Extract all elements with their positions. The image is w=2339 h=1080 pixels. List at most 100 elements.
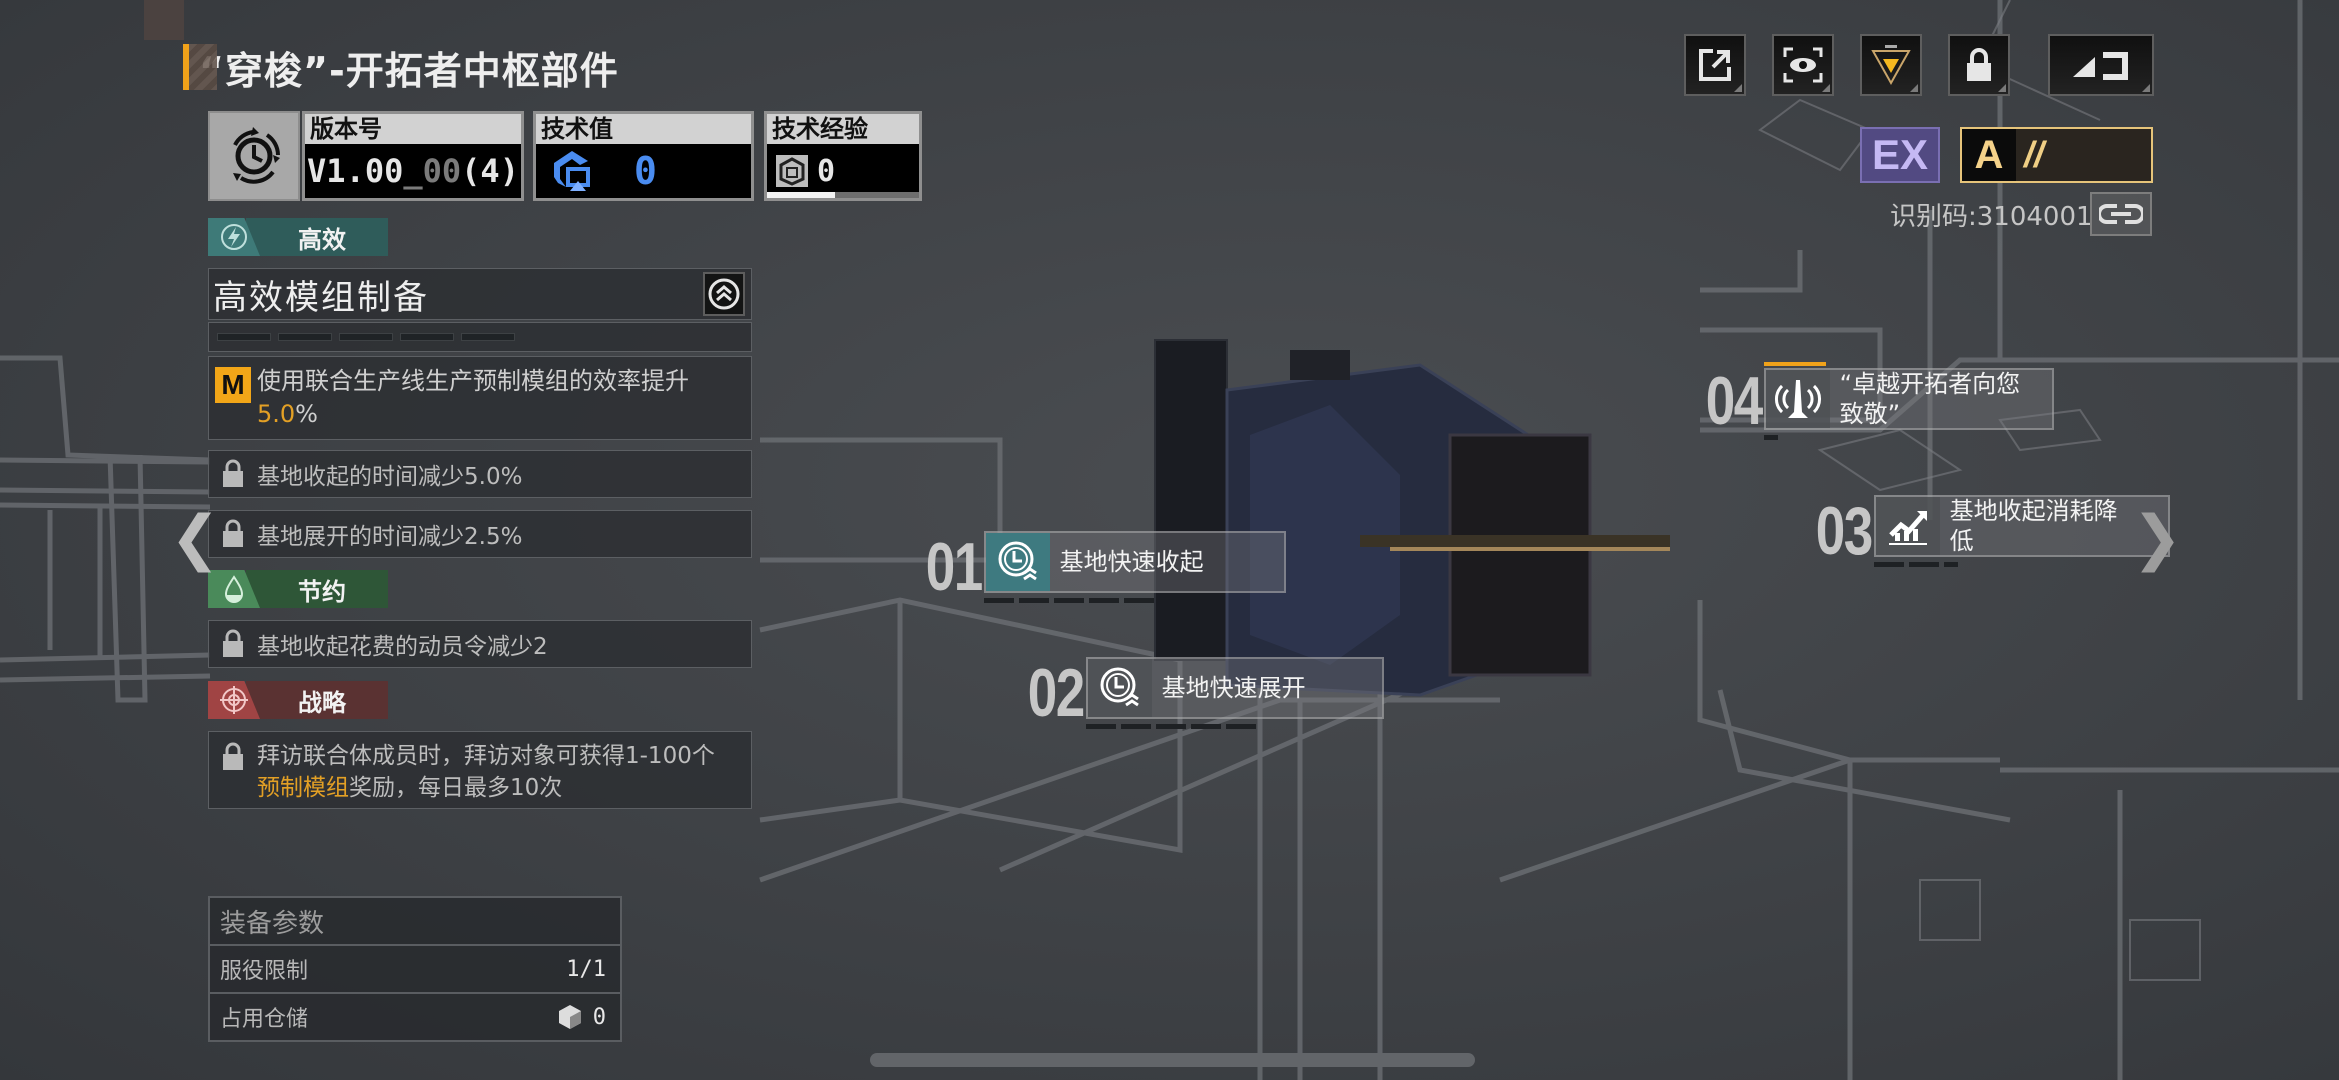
skill-node-03[interactable]: 03 基地收起消耗降低 xyxy=(1800,492,2170,570)
category-saving: 节约 xyxy=(208,570,388,608)
node-level-segments xyxy=(1873,562,2170,567)
version-cycle-icon[interactable] xyxy=(208,111,300,201)
node-card[interactable]: 基地快速展开 xyxy=(1085,657,1384,719)
version-sub: _00 xyxy=(403,152,462,190)
tech-exp-box: 技术经验 0 xyxy=(764,111,922,201)
view-button[interactable] xyxy=(1772,34,1834,96)
node-label: “卓越开拓者向您致敬” xyxy=(1830,370,2030,428)
skill-title: 高效模组制备 xyxy=(213,277,429,318)
locked-effect: 基地收起花费的动员令减少2 xyxy=(208,620,752,668)
share-button[interactable] xyxy=(1684,34,1746,96)
lock-icon xyxy=(223,629,243,657)
title-text: “穿梭”-开拓者中枢部件 xyxy=(199,48,619,93)
title-stripes xyxy=(189,44,217,90)
version-box: 版本号 V1.00_00(4) xyxy=(302,111,524,201)
highlight-text: 预制模组 xyxy=(257,775,349,801)
node-label-line: 低 xyxy=(1949,527,1974,555)
tech-value-box: 技术值 0 xyxy=(533,111,754,201)
node-card[interactable]: 基地收起消耗降低 xyxy=(1873,495,2170,557)
module-badge: M xyxy=(215,367,251,403)
share-icon xyxy=(1699,49,1731,81)
storage-number: 0 xyxy=(592,1004,606,1030)
lock-button[interactable] xyxy=(1948,34,2010,96)
tech-value: 0 xyxy=(536,144,751,198)
effect-value: 5.0 xyxy=(257,400,296,428)
lock-icon xyxy=(223,742,243,770)
node-number: 04 xyxy=(1705,363,1763,439)
broadcast-tower-icon xyxy=(1765,370,1830,428)
identification-code: 识别码:3104001 xyxy=(1890,202,2093,232)
home-indicator[interactable] xyxy=(870,1053,1475,1067)
grade-badge: A // xyxy=(1960,127,2153,183)
node-label-line: 基地收起消耗降 xyxy=(1949,497,2118,525)
effect-text-part: 拜访联合体成员时，拜访对象可获得1-100个 xyxy=(257,743,715,769)
effect-text: 基地收起花费的动员令减少2 xyxy=(257,634,548,660)
locked-effect: 基地展开的时间减少2.5% xyxy=(208,510,752,558)
exp-number: 0 xyxy=(817,153,836,189)
effect-text: 拜访联合体成员时，拜访对象可获得1-100个 预制模组奖励，每日最多10次 xyxy=(257,740,715,804)
node-active-marker xyxy=(1763,362,1826,366)
node-level-segments xyxy=(983,598,1286,603)
node-label: 基地快速收起 xyxy=(1059,548,1204,576)
node-level-segments xyxy=(1085,724,1384,729)
active-effect: M 使用联合生产线生产预制模组的效率提升 5.0% xyxy=(208,356,752,440)
effect-text-part: 奖励，每日最多10次 xyxy=(349,775,563,801)
effect-text: 使用联合生产线生产预制模组的效率提升 xyxy=(257,367,689,395)
category-label: 节约 xyxy=(246,570,388,608)
upgrade-button[interactable] xyxy=(703,272,745,316)
params-title-text: 装备参数 xyxy=(220,908,325,939)
module-3d-model[interactable] xyxy=(1150,335,1690,735)
back-icon xyxy=(2073,52,2128,80)
level-segment xyxy=(400,333,454,341)
page-title: “穿梭”-开拓者中枢部件 xyxy=(183,44,619,93)
lock-icon xyxy=(223,459,243,487)
node-number: 03 xyxy=(1815,493,1873,569)
locked-effect: 拜访联合体成员时，拜访对象可获得1-100个 预制模组奖励，每日最多10次 xyxy=(208,731,752,809)
exp-label: 技术经验 xyxy=(767,114,919,144)
exp-value: 0 xyxy=(767,144,919,198)
category-label: 战略 xyxy=(246,681,388,719)
skill-node-02[interactable]: 02 基地快速展开 xyxy=(1012,654,1384,732)
emblem-button[interactable] xyxy=(1860,34,1922,96)
tech-points-icon xyxy=(554,151,590,191)
version-value: V1.00_00(4) xyxy=(305,144,521,198)
eye-scan-icon xyxy=(1783,47,1823,83)
locked-effect: 基地收起的时间减少5.0% xyxy=(208,450,752,498)
effect-text: 基地展开的时间减少2.5% xyxy=(257,524,523,550)
tech-label: 技术值 xyxy=(536,114,751,144)
grade-stripes: // xyxy=(2024,134,2045,175)
effect-text: 基地收起的时间减少5.0% xyxy=(257,464,523,490)
equipment-params: 装备参数 服役限制 1/1 占用仓储 0 xyxy=(208,896,622,1042)
lock-icon xyxy=(1967,48,1991,81)
prev-arrow-button[interactable]: ❮ xyxy=(170,503,221,573)
params-title: 装备参数 xyxy=(208,896,622,946)
clock-fast-icon xyxy=(985,533,1050,591)
skill-node-04[interactable]: 04 “卓越开拓者向您致敬” xyxy=(1690,362,2054,440)
node-card[interactable]: “卓越开拓者向您致敬” xyxy=(1763,368,2054,430)
param-value: 1/1 xyxy=(566,956,606,982)
grade-letter: A xyxy=(1962,129,2016,181)
node-label: 基地快速展开 xyxy=(1161,674,1306,702)
node-card[interactable]: 基地快速收起 xyxy=(983,531,1286,593)
skill-node-01[interactable]: 01 基地快速收起 xyxy=(910,528,1286,606)
level-segment xyxy=(461,333,515,341)
param-label: 占用仓储 xyxy=(220,1007,309,1032)
version-main: V1.00 xyxy=(307,152,404,190)
param-row-service-limit: 服役限制 1/1 xyxy=(208,946,622,994)
level-segment xyxy=(278,333,332,341)
node-number: 01 xyxy=(925,529,983,605)
tech-number: 0 xyxy=(634,149,657,193)
double-chevron-up-icon xyxy=(708,278,740,310)
node-label: 基地收起消耗降低 xyxy=(1940,497,2128,555)
copy-link-button[interactable] xyxy=(2090,192,2152,236)
exp-progress-bar xyxy=(767,192,919,198)
node-number: 02 xyxy=(1027,655,1085,731)
skill-title-row: 高效模组制备 xyxy=(208,268,752,320)
version-label: 版本号 xyxy=(305,114,521,144)
lock-icon xyxy=(223,519,243,547)
tier-badge: EX xyxy=(1860,127,1940,183)
chart-up-icon xyxy=(1875,497,1940,555)
next-arrow-button[interactable]: ❯ xyxy=(2132,503,2183,573)
back-button[interactable] xyxy=(2048,34,2154,96)
level-segment xyxy=(217,333,271,341)
